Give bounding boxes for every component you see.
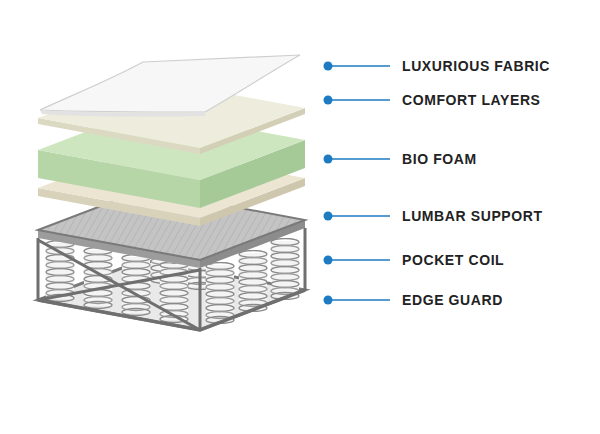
part-label: COMFORT LAYERS <box>402 91 541 109</box>
leader-dots <box>324 62 333 305</box>
part-label: LUMBAR SUPPORT <box>402 207 543 225</box>
part-label: BIO FOAM <box>402 150 477 168</box>
part-label: LUXURIOUS FABRIC <box>402 57 550 75</box>
part-label: POCKET COIL <box>402 251 504 269</box>
part-label: EDGE GUARD <box>402 291 503 309</box>
leader-lines <box>332 66 390 300</box>
